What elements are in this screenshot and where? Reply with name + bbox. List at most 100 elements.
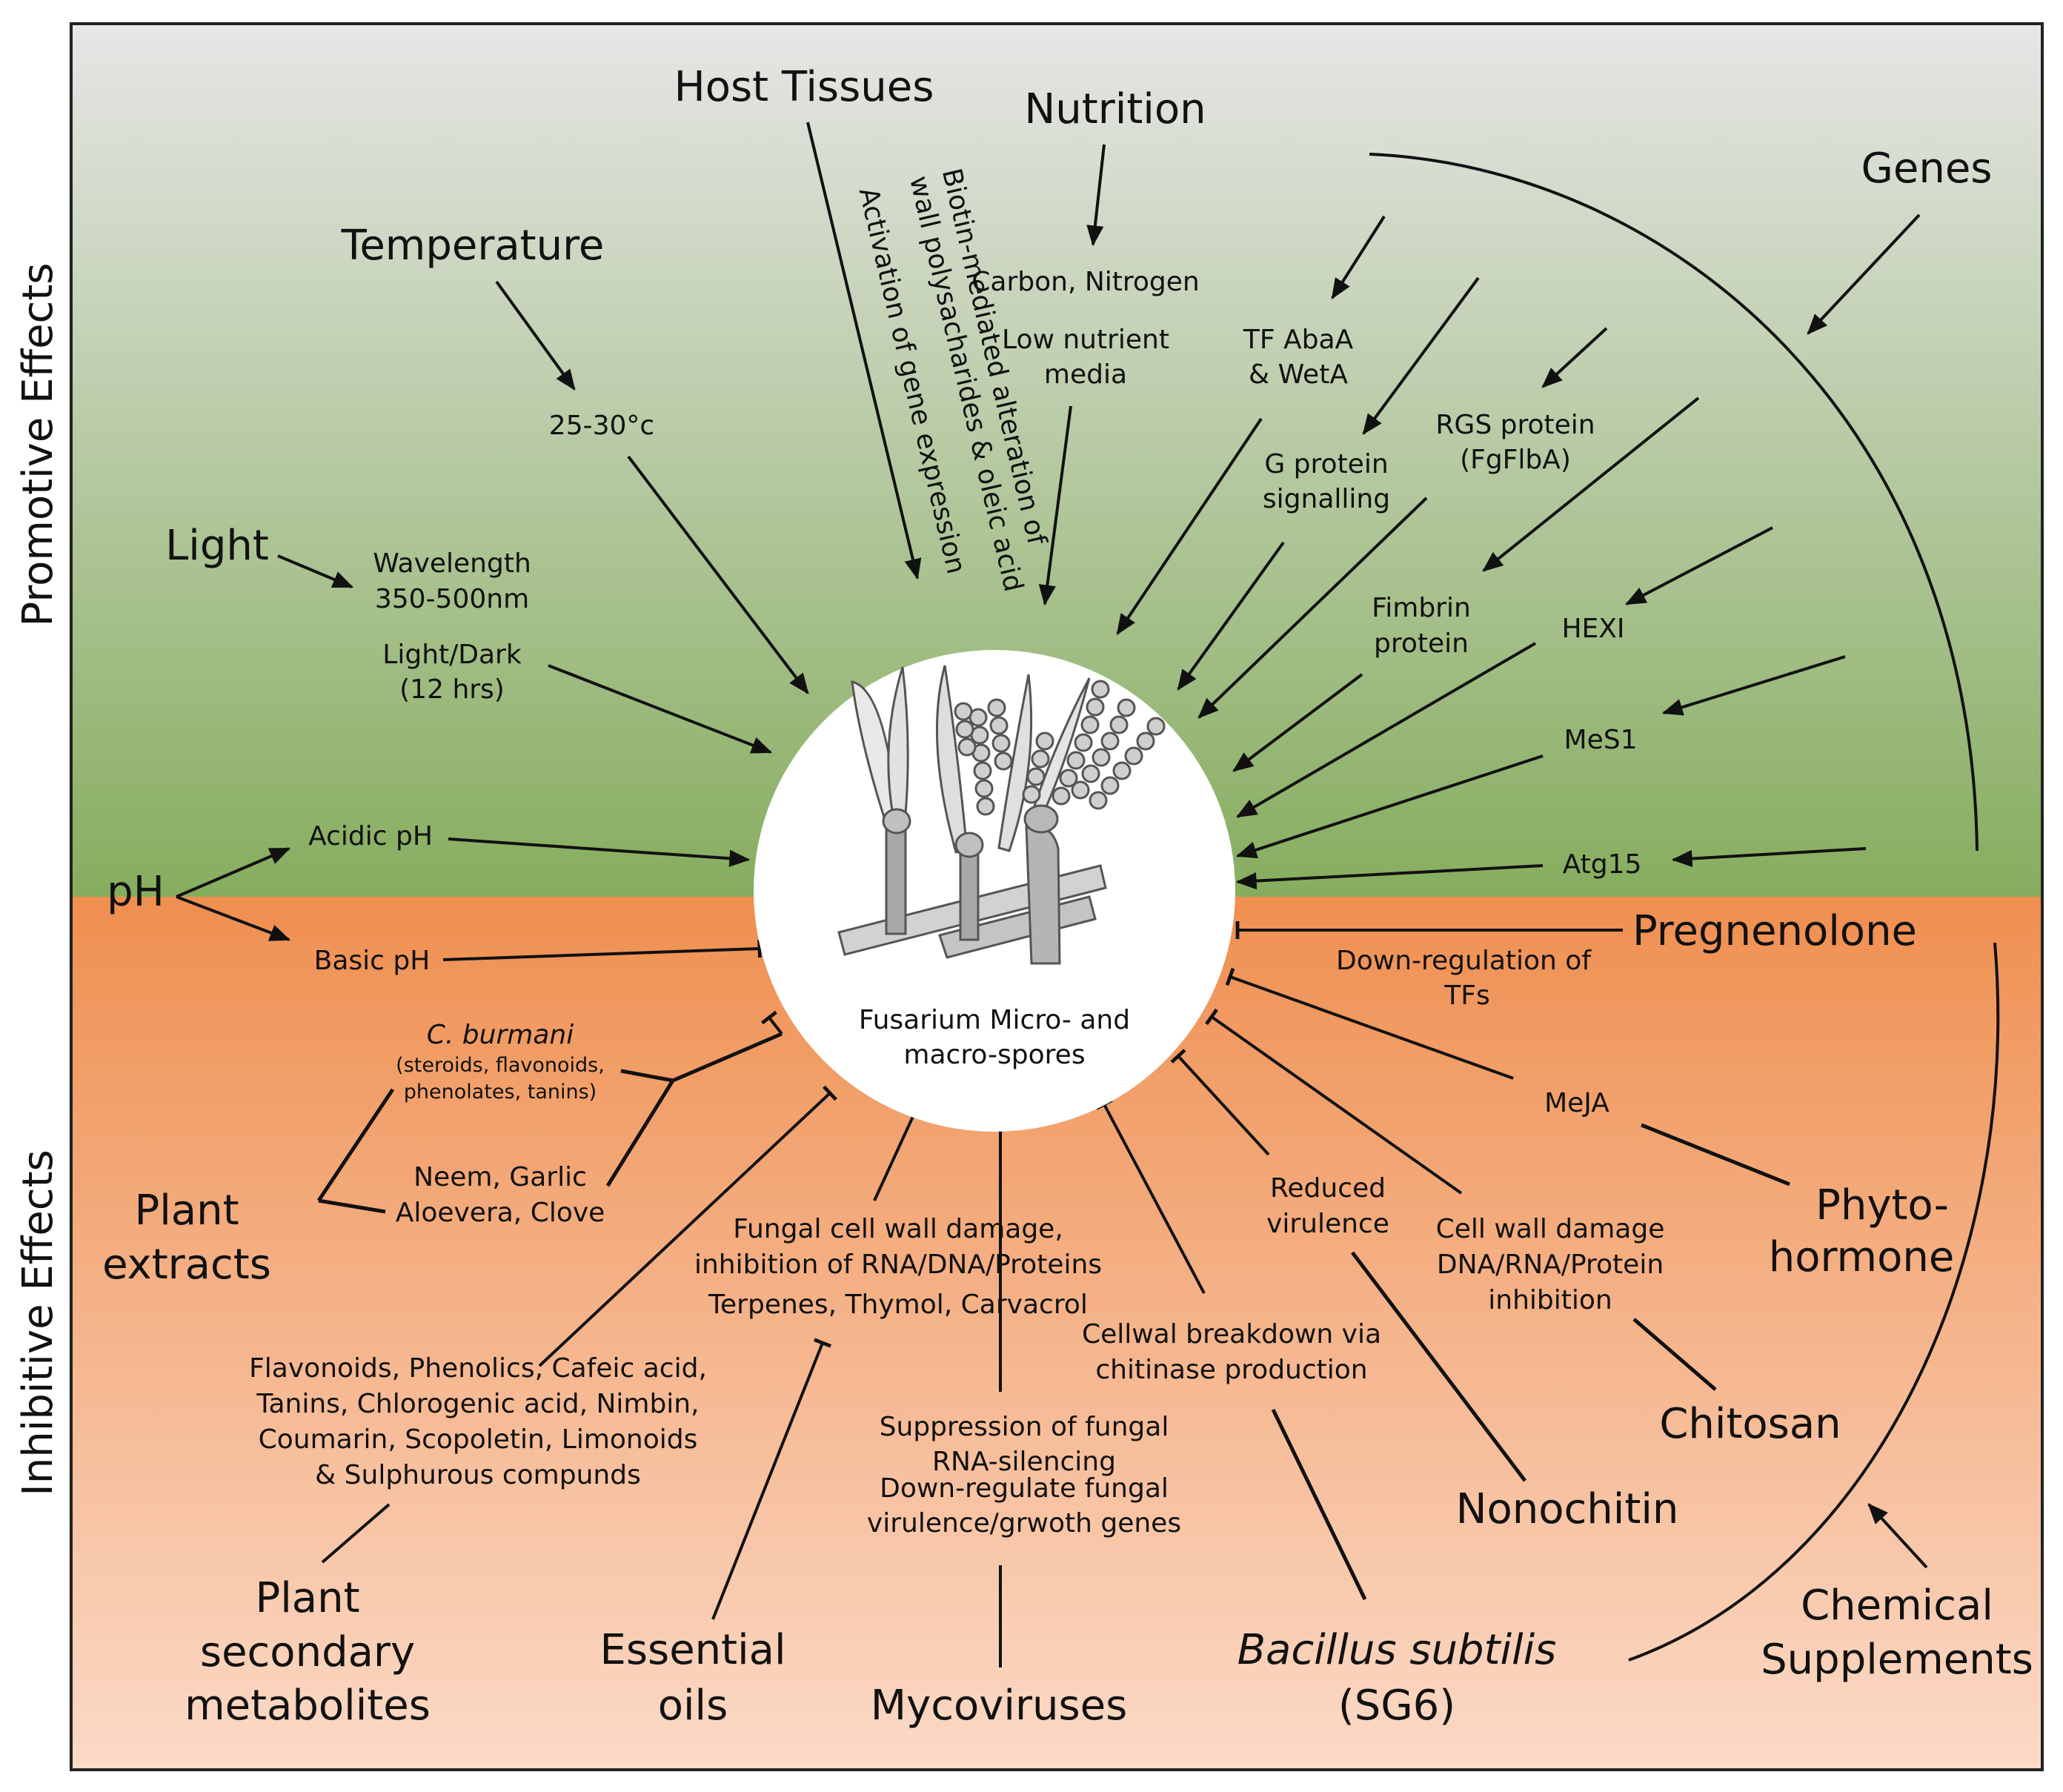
ph-acidic-arrow [176,847,291,898]
chitinase-inhibition [1095,1098,1206,1294]
mycoviruses-title: Mycoviruses [871,1682,1128,1730]
fimbrin-label-2: protein [1374,628,1469,659]
fimbrin-label-1: Fimbrin [1372,593,1471,623]
phytohormone-title-1: Phyto- [1815,1181,1949,1229]
fungal-wall-inhibition [873,1106,924,1201]
chemical-supplements-title-1: Chemical [1801,1582,1993,1630]
chitinase-note-1: Cellwal breakdown via [1082,1319,1381,1350]
metabolites-note-3: Coumarin, Scopoletin, Limonoids [259,1424,698,1455]
nonochitin-stem [1351,1251,1527,1482]
genes-arrow [1807,213,1921,335]
mycoviruses-note-3: Down-regulate fungal [880,1473,1169,1504]
light-dark-label-2: (12 hrs) [399,674,505,705]
gene-arrow-3 [1541,327,1608,388]
mes1-label: MeS1 [1564,725,1638,755]
macroconidium-4 [997,674,1033,852]
reduced-virulence-inhibition [1170,1049,1270,1156]
rgs-protein-label-2: (FgFlbA) [1460,445,1571,475]
atg15-label: Atg15 [1563,849,1642,880]
plant-extracts-fork-lower [318,1198,386,1214]
metabolites-stem [321,1503,391,1564]
phytohormone-stem [1641,1123,1790,1187]
phialide-2 [954,832,984,858]
fungal-wall-note-1: Fungal cell wall damage, [733,1214,1063,1244]
ph-title: pH [107,868,165,916]
nutrition-arrow [1086,144,1106,247]
c-burmani-detail-2: phenolates, tanins) [404,1081,597,1104]
essential-oils-title-2: oils [658,1682,728,1730]
hexi-label: HEXI [1561,614,1624,644]
pregnenolone-note-2: TFs [1444,980,1489,1011]
center-label-line1: Fusarium Micro- and [859,1005,1130,1035]
essential-oils-inhibition [711,1338,832,1620]
metabolites-title-2: secondary [200,1628,415,1676]
genes-title: Genes [1861,145,1993,193]
wavelength-label-2: 350-500nm [375,584,529,614]
chitinase-note-2: chitinase production [1095,1355,1367,1385]
rgs-protein-label-1: RGS protein [1435,410,1595,440]
diagram-frame [70,22,2044,1771]
genes-bracket-curve [1369,153,1979,852]
pregnenolone-title: Pregnenolone [1632,907,1917,955]
light-arrow [277,554,354,588]
neem-fork [605,1079,675,1187]
gene-arrow-4 [1482,396,1700,572]
plant-extracts-title-1: Plant [134,1187,239,1235]
mes1-arrow [1235,754,1544,859]
temperature-range-arrow [627,455,809,694]
reduced-virulence-1: Reduced [1270,1173,1386,1204]
hexi-arrow [1235,642,1537,818]
host-tissues-arrow [806,122,922,580]
metabolites-note-4: & Sulphurous compunds [315,1460,641,1490]
light-dark-label-1: Light/Dark [382,640,522,670]
light-title: Light [165,522,269,570]
metabolites-title-1: Plant [255,1574,359,1622]
tf-abaa-label-1: TF AbaA [1243,325,1354,355]
bacillus-title-1: Bacillus subtilis [1238,1626,1557,1674]
fungal-wall-note-2: inhibition of RNA/DNA/Proteins [694,1250,1102,1280]
c-burmani-inhibition [761,1010,783,1035]
chemical-supplements-title-2: Supplements [1761,1636,2033,1684]
carbon-nitrogen-label: Carbon, Nitrogen [971,267,1199,297]
center-label-line2: macro-spores [903,1040,1085,1070]
essential-oils-title-1: Essential [599,1626,785,1674]
chemical-supplements-bracket-curve [1628,942,2000,1662]
gene-arrow-7 [1671,847,1867,868]
gene-arrow-6 [1661,655,1846,716]
chitosan-note-2: DNA/RNA/Protein [1437,1250,1664,1280]
neem-label-2: Aloevera, Clove [396,1198,605,1228]
metabolites-note-1: Flavonoids, Phenolics, Cafeic acid, [249,1353,707,1384]
hypha-stalk-1 [885,829,907,935]
phialide-1 [882,808,911,834]
atg15-arrow [1235,864,1544,890]
macroconidium-3 [935,665,969,854]
hypha-stalk-2 [959,849,980,941]
acidic-ph-arrow [448,837,751,867]
phialide-3 [1023,804,1059,834]
plant-extracts-title-2: extracts [102,1241,271,1289]
tf-abaa-arrow [1116,417,1263,635]
temperature-range: 25-30°c [549,411,654,441]
pregnenolone-note-1: Down-regulation of [1336,946,1592,976]
mycoviruses-note-1: Suppression of fungal [880,1412,1169,1442]
chitosan-note-1: Cell wall damage [1436,1214,1665,1244]
gene-arrow-2 [1362,276,1480,435]
fusarium-illustration [837,665,1166,965]
inhibitive-effects-label: Inhibitive Effects [14,1149,62,1496]
hypha-stalk-3 [1025,824,1061,965]
bacillus-stem [1271,1408,1367,1601]
reduced-virulence-2: virulence [1266,1209,1389,1239]
metabolites-note-2: Tanins, Chlorogenic acid, Nimbin, [256,1389,699,1419]
bacillus-title-2: (SG6) [1338,1682,1455,1730]
temperature-arrow [495,280,576,391]
host-tissues-title: Host Tissues [674,63,934,111]
low-nutrient-label-1: Low nutrient [1002,325,1169,355]
fimbrin-arrow [1232,673,1363,772]
metabolites-inhibition [538,1085,837,1367]
gene-arrow-5 [1624,526,1773,605]
fungal-wall-note-3: Terpenes, Thymol, Carvacrol [708,1290,1088,1320]
wavelength-label-1: Wavelength [373,548,531,579]
mycoviruses-note-2: RNA-silencing [932,1447,1116,1477]
gene-arrow-1 [1331,215,1386,299]
